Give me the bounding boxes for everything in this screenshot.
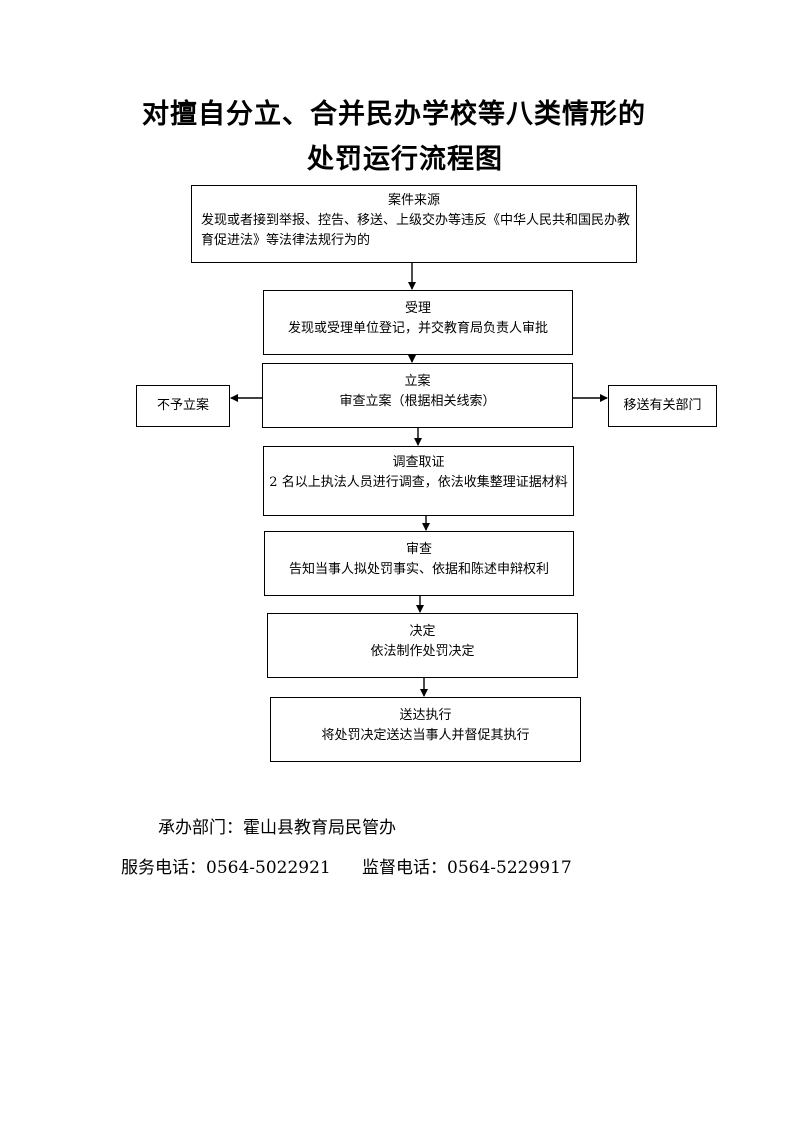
responsible-department: 承办部门：霍山县教育局民管办	[158, 818, 396, 838]
title-line-2: 处罚运行流程图	[307, 144, 503, 175]
step-register-case: 立案 审查立案（根据相关线索）	[262, 363, 573, 428]
step-review-heading: 审查	[405, 542, 432, 557]
step-decide-text: 依法制作处罚决定	[370, 644, 475, 659]
step-decide-heading: 决定	[409, 624, 436, 639]
step-accept-heading: 受理	[404, 301, 431, 316]
step-register-case-heading: 立案	[404, 374, 431, 389]
step-accept: 受理 发现或受理单位登记，并交教育局负责人审批	[263, 290, 573, 355]
step-investigate-text: 2 名以上执法人员进行调查，依法收集整理证据材料	[269, 475, 568, 490]
step-deliver-text: 将处罚决定送达当事人并督促其执行	[321, 728, 530, 743]
step-case-source-text: 发现或者接到举报、控告、移送、上级交办等违反《中华人民共和国民办教育促进法》等法…	[201, 213, 631, 248]
step-review: 审查 告知当事人拟处罚事实、依据和陈述申辩权利	[264, 531, 574, 596]
step-deliver: 送达执行 将处罚决定送达当事人并督促其执行	[270, 697, 581, 762]
step-deliver-heading: 送达执行	[399, 708, 452, 723]
step-investigate-heading: 调查取证	[392, 455, 445, 470]
step-accept-text: 发现或受理单位登记，并交教育局负责人审批	[287, 321, 548, 336]
step-investigate: 调查取证 2 名以上执法人员进行调查，依法收集整理证据材料	[263, 446, 574, 516]
branch-no-case: 不予立案	[136, 385, 230, 427]
step-case-source-heading: 案件来源	[387, 193, 440, 208]
branch-no-case-label: 不予立案	[156, 398, 209, 413]
service-phone: 服务电话：0564-5022921	[121, 858, 331, 878]
supervision-phone: 监督电话：0564-5229917	[362, 858, 572, 878]
title-line-1: 对擅自分立、合并民办学校等八类情形的	[142, 99, 646, 130]
step-review-text: 告知当事人拟处罚事实、依据和陈述申辩权利	[288, 562, 549, 577]
step-register-case-text: 审查立案（根据相关线索）	[339, 394, 496, 409]
branch-transfer-label: 移送有关部门	[623, 398, 702, 413]
step-decide: 决定 依法制作处罚决定	[267, 613, 578, 678]
step-case-source: 案件来源 发现或者接到举报、控告、移送、上级交办等违反《中华人民共和国民办教育促…	[191, 185, 637, 263]
branch-transfer: 移送有关部门	[608, 385, 717, 427]
